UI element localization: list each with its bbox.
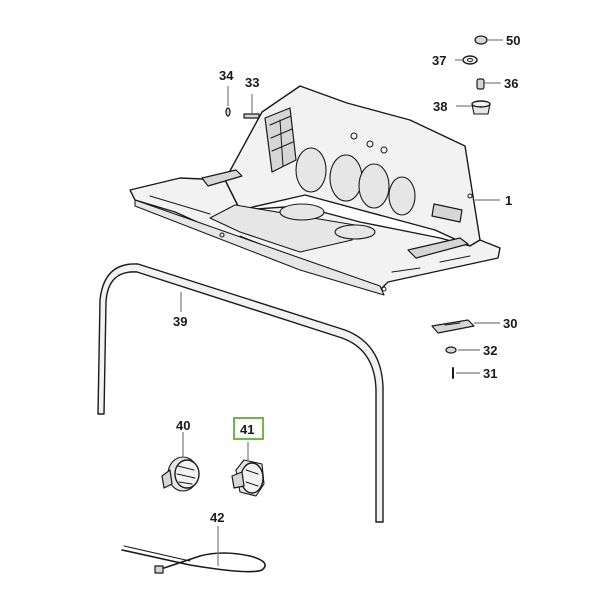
part-50-cap[interactable] xyxy=(474,35,488,45)
callout-50[interactable]: 50 xyxy=(506,33,520,48)
part-37-washer[interactable] xyxy=(462,55,478,65)
part-34-pin[interactable] xyxy=(225,107,231,117)
leader-lines xyxy=(180,39,503,566)
callout-41[interactable]: 41 xyxy=(240,422,254,437)
part-33-bolt[interactable] xyxy=(243,113,260,119)
part-42-cable-tie[interactable] xyxy=(121,545,266,574)
callout-38[interactable]: 38 xyxy=(433,99,447,114)
part-32-nut[interactable] xyxy=(445,346,457,354)
callout-37[interactable]: 37 xyxy=(432,53,446,68)
callout-36[interactable]: 36 xyxy=(504,76,518,91)
callout-39[interactable]: 39 xyxy=(173,314,187,329)
callout-40[interactable]: 40 xyxy=(176,418,190,433)
part-40-cover[interactable] xyxy=(161,456,200,492)
callout-32[interactable]: 32 xyxy=(483,343,497,358)
callout-34[interactable]: 34 xyxy=(219,68,234,83)
highlight-box-41 xyxy=(233,417,264,440)
part-38-bumper[interactable] xyxy=(471,100,491,115)
part-36-screw[interactable] xyxy=(476,78,485,90)
callout-labels: 1 30 32 31 33 34 50 37 36 38 39 40 41 42 xyxy=(173,33,520,525)
callout-42[interactable]: 42 xyxy=(210,510,224,525)
callout-31[interactable]: 31 xyxy=(483,366,497,381)
part-30-bracket[interactable] xyxy=(431,319,475,334)
part-41-clip-cap[interactable] xyxy=(231,459,265,497)
callout-30[interactable]: 30 xyxy=(503,316,517,331)
part-1-shelf-panel[interactable] xyxy=(129,85,501,296)
callout-1[interactable]: 1 xyxy=(505,193,512,208)
part-39-seal-hoop[interactable] xyxy=(97,263,384,523)
callout-33[interactable]: 33 xyxy=(245,75,259,90)
